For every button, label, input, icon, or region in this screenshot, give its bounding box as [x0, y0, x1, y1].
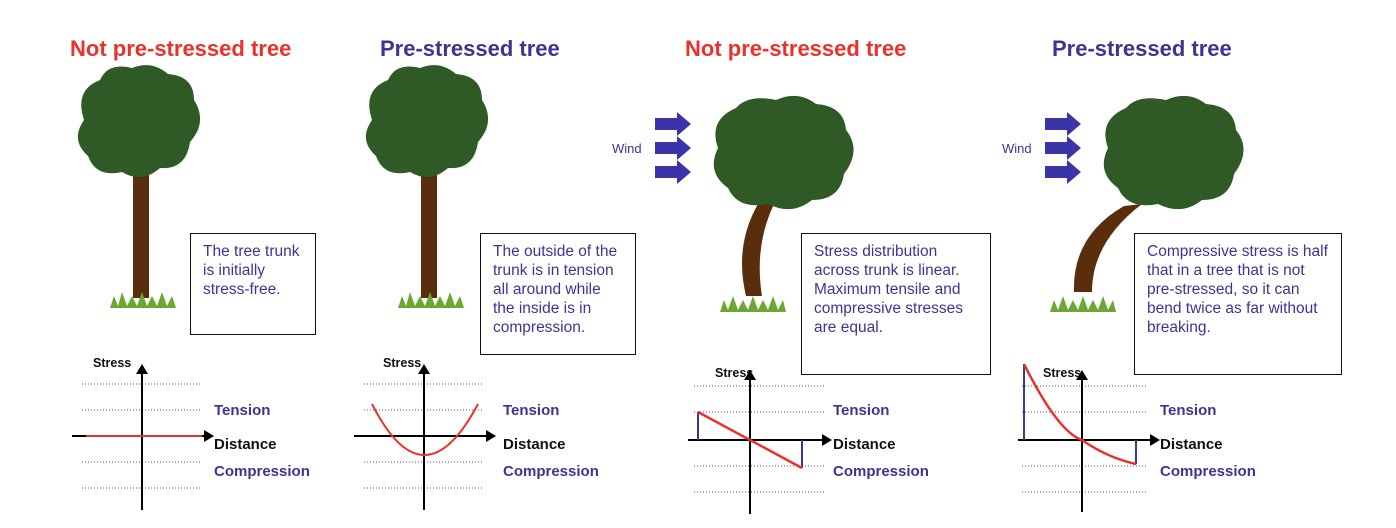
tension-label: Tension: [1160, 402, 1217, 419]
distance-label: Distance: [503, 436, 566, 453]
y-axis-arrow: [418, 364, 430, 374]
wind-arrow: [1045, 136, 1081, 160]
wind-arrow: [655, 160, 691, 184]
trunk: [742, 204, 774, 296]
caption-box: Compressive stress is half that in a tre…: [1134, 233, 1342, 375]
compression-label: Compression: [214, 463, 310, 480]
x-axis-arrow: [822, 434, 832, 446]
wind-arrow: [1045, 112, 1081, 136]
wind-arrow: [655, 112, 691, 136]
foliage: [365, 65, 489, 178]
panel-prestressed-4: Pre-stressed tree Wind Compressive stres…: [1000, 0, 1396, 528]
y-axis-arrow: [744, 370, 756, 380]
wind-arrows: [655, 112, 691, 184]
stress-graph: [354, 364, 496, 510]
wind-arrow: [655, 136, 691, 160]
stress-graph: [72, 364, 214, 510]
caption-box: Stress distribution across trunk is line…: [801, 233, 991, 375]
panel-not-prestressed-3: Not pre-stressed tree Wind Stress distri…: [610, 0, 1000, 528]
compression-label: Compression: [1160, 463, 1256, 480]
panel-not-prestressed-1: Not pre-stressed tree The tree trunk is …: [0, 0, 340, 528]
x-axis-arrow: [1150, 434, 1160, 446]
distance-label: Distance: [1160, 436, 1223, 453]
stress-graph: [1018, 363, 1160, 512]
grass: [1050, 296, 1116, 312]
tension-label: Tension: [214, 402, 271, 419]
bent-tree-illustration: [713, 95, 854, 312]
compression-label: Compression: [833, 463, 929, 480]
stress-graph: [688, 370, 832, 514]
distance-label: Distance: [833, 436, 896, 453]
stress-axis-label: Stress: [1043, 366, 1082, 380]
foliage: [77, 65, 201, 178]
stress-curve-parabola: [371, 403, 479, 456]
wind-label: Wind: [1002, 141, 1032, 156]
stress-axis-label: Stress: [715, 366, 754, 380]
y-axis-arrow: [1076, 370, 1088, 380]
panel-title: Pre-stressed tree: [380, 36, 560, 61]
distance-label: Distance: [214, 436, 277, 453]
foliage: [713, 95, 854, 210]
tension-label: Tension: [833, 402, 890, 419]
caption-box: The tree trunk is initially stress-free.: [190, 233, 316, 335]
wind-arrow: [1045, 160, 1081, 184]
y-axis-arrow: [136, 364, 148, 374]
stress-curve: [1022, 363, 1137, 466]
compression-label: Compression: [503, 463, 599, 480]
panel-title: Not pre-stressed tree: [685, 36, 907, 61]
panel-prestressed-2: Pre-stressed tree The outside of the tru…: [340, 0, 640, 528]
x-axis-arrow: [486, 430, 496, 442]
stress-line-linear: [697, 410, 803, 470]
tree-illustration: [365, 65, 489, 308]
wind-arrows: [1045, 112, 1081, 184]
bent-tree-illustration: [1050, 95, 1244, 312]
trunk: [133, 170, 149, 298]
trunk: [1073, 204, 1142, 292]
stress-axis-label: Stress: [93, 356, 132, 370]
wind-label: Wind: [612, 141, 642, 156]
caption-box: The outside of the trunk is in tension a…: [480, 233, 636, 355]
x-axis-arrow: [204, 430, 214, 442]
grass: [110, 292, 176, 308]
foliage: [1103, 95, 1244, 210]
panel-title: Not pre-stressed tree: [70, 36, 292, 61]
trunk: [421, 170, 437, 298]
tension-label: Tension: [503, 402, 560, 419]
grass: [398, 292, 464, 308]
panel-title: Pre-stressed tree: [1052, 36, 1232, 61]
stress-axis-label: Stress: [383, 356, 422, 370]
tree-illustration: [77, 65, 201, 308]
grass: [720, 296, 786, 312]
